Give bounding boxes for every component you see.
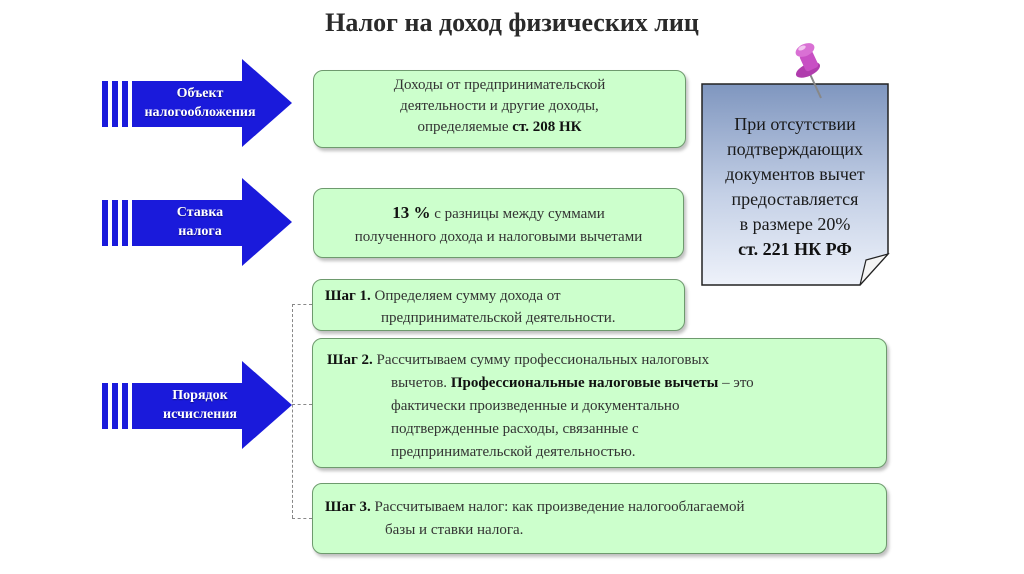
step1-line1-text: Определяем сумму дохода от — [370, 288, 561, 304]
arrow-label-line2: налогообложения — [144, 105, 256, 120]
rate-line1-text: с разницы между суммами — [430, 206, 605, 222]
step2-line1: Шаг 2. Рассчитываем сумму профессиональн… — [313, 349, 886, 372]
arrow-tax-rate: Ставка налога — [100, 176, 296, 268]
note-line1: При отсутствии — [734, 114, 856, 134]
sticky-note: При отсутствии подтверждающих документов… — [700, 82, 890, 287]
arrow-label-line2: налога — [178, 224, 222, 239]
object-line3: определяемые ст. 208 НК — [314, 117, 685, 138]
note-line5: в размере 20% — [739, 214, 851, 234]
object-line1: Доходы от предпринимательской — [393, 77, 606, 93]
step1-line2: предпринимательской деятельности. — [381, 310, 616, 326]
note-line4: предоставляется — [731, 189, 859, 209]
step2-line3: фактически произведенные и документально — [391, 398, 680, 414]
arrow-shape — [102, 178, 292, 266]
step3-label: Шаг 3. — [325, 499, 371, 515]
page-title: Налог на доход физических лиц — [325, 8, 699, 37]
arrow-label-line1: Объект — [176, 86, 224, 101]
tax-object-box: Доходы от предпринимательской деятельнос… — [313, 70, 686, 148]
object-line2: деятельности и другие доходы, — [400, 98, 599, 114]
step2-line1-text: Рассчитываем сумму профессиональных нало… — [372, 352, 710, 368]
arrow-tax-object: Объект налогообложения — [100, 57, 296, 149]
bracket-tick — [292, 518, 312, 519]
step2-line2-tail: – это — [718, 375, 754, 391]
arrow-label-line1: Ставка — [176, 205, 224, 220]
arrow-label-line2: исчисления — [163, 407, 237, 422]
rate-value: 13 % — [392, 203, 431, 222]
note-article-ref: ст. 221 НК РФ — [738, 239, 852, 259]
note-background — [701, 83, 890, 286]
step2-line4: подтвержденные расходы, связанные с — [391, 421, 639, 437]
bracket-tick — [292, 304, 312, 305]
rate-line1: 13 % с разницы между суммами — [314, 201, 683, 226]
step2-line2: вычетов. Профессиональные налоговые выче… — [313, 372, 886, 395]
step1-line1: Шаг 1. Определяем сумму дохода от — [313, 285, 684, 307]
bracket-line — [292, 304, 293, 518]
tax-rate-box: 13 % с разницы между суммами полученного… — [313, 188, 684, 258]
step2-definition-term: Профессиональные налоговые вычеты — [450, 375, 719, 391]
note-line3: документов вычет — [725, 164, 865, 184]
arrow-shape — [102, 59, 292, 147]
bracket-tick — [292, 404, 312, 405]
step-1-box: Шаг 1. Определяем сумму дохода от предпр… — [312, 279, 685, 331]
object-line3-text: определяемые — [417, 119, 513, 135]
step-3-box: Шаг 3. Рассчитываем налог: как произведе… — [312, 483, 887, 554]
step2-line2-text: вычетов. — [391, 375, 451, 391]
rate-line2: полученного дохода и налоговыми вычетами — [354, 229, 643, 245]
note-line2: подтверждающих — [726, 139, 864, 159]
step-2-box: Шаг 2. Рассчитываем сумму профессиональн… — [312, 338, 887, 468]
object-article-ref: ст. 208 НК — [512, 119, 582, 135]
push-pin-icon — [790, 40, 840, 102]
step2-line5: предпринимательской деятельностью. — [391, 444, 636, 460]
step3-line1-text: Рассчитываем налог: как произведение нал… — [370, 499, 745, 515]
step3-line1: Шаг 3. Рассчитываем налог: как произведе… — [313, 496, 886, 519]
step1-label: Шаг 1. — [325, 288, 371, 304]
arrow-shape — [102, 361, 292, 449]
step3-line2: базы и ставки налога. — [385, 522, 524, 538]
step2-label: Шаг 2. — [327, 352, 373, 368]
arrow-label-line1: Порядок — [172, 388, 228, 403]
arrow-calculation-order: Порядок исчисления — [100, 359, 296, 451]
